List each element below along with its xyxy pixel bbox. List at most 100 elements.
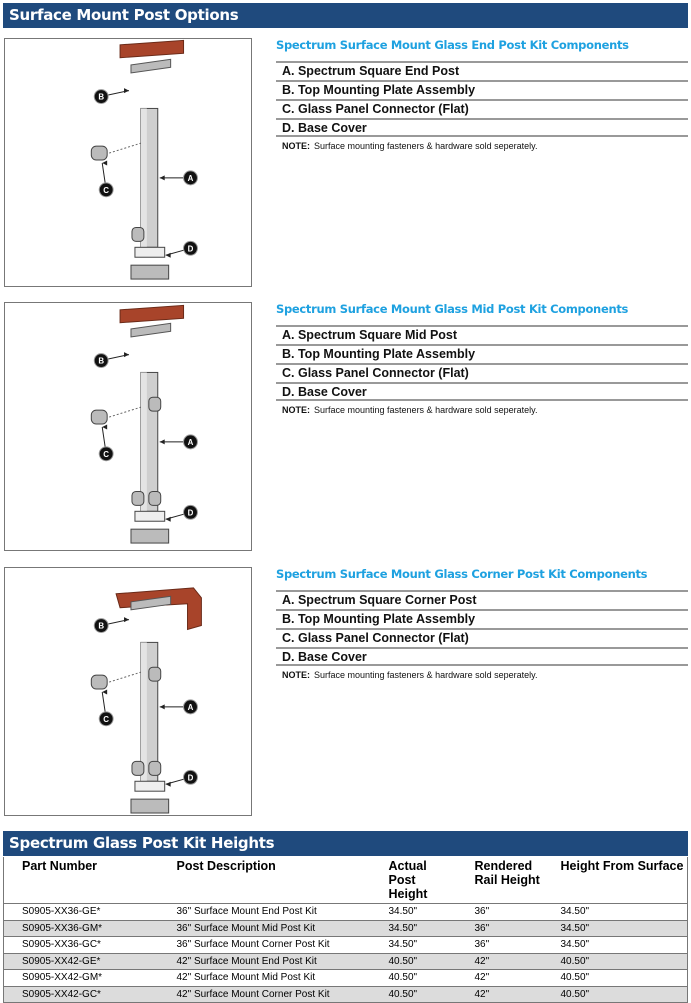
glass-connector [90,674,108,690]
diagram-mid-post: B C A D [4,302,252,551]
component-item: D. Base Cover [276,118,688,137]
callout-label: D [188,773,194,782]
table-cell: S0905-XX42-GC* [3,985,159,1003]
table-cell: 42" [456,969,543,987]
table-cell: 34.50" [542,919,688,937]
table-cell: S0905-XX36-GM* [3,919,159,937]
table-cell: 36" Surface Mount Corner Post Kit [158,936,371,954]
glass-connector [131,490,145,506]
callout-label: D [188,508,194,517]
component-item: D. Base Cover [276,647,688,666]
table-cell: 40.50" [370,985,457,1003]
callout-circle [183,769,198,785]
callout-label: C [103,715,109,724]
col-rail-height: Rendered Rail Height [474,859,540,887]
component-item: C. Glass Panel Connector (Flat) [276,363,688,382]
callout-circle [183,699,198,715]
top-mounting-plate [130,595,172,611]
component-item: A. Spectrum Square Corner Post [276,590,688,609]
callout-label: C [103,450,109,459]
table-row: S0905-XX36-GC*36" Surface Mount Corner P… [3,936,688,954]
component-item: C. Glass Panel Connector (Flat) [276,99,688,118]
table-cell: 40.50" [370,969,457,987]
table-cell: 40.50" [542,969,688,987]
callout-arrow [165,516,171,522]
top-mounting-plate [130,322,172,338]
table-cell: 34.50" [370,903,457,921]
diagram-corner-post: B C A D [4,567,252,816]
table-cell: 42" Surface Mount Corner Post Kit [158,985,371,1003]
note-text: Surface mounting fasteners & hardware so… [314,670,538,680]
callout-arrow [102,424,108,430]
callout-label: B [98,622,104,631]
table-row: S0905-XX36-GE*36" Surface Mount End Post… [3,903,688,921]
component-item: B. Top Mounting Plate Assembly [276,609,688,628]
top-rail [119,304,185,324]
base-plate [130,528,170,544]
table-row: S0905-XX42-GE*42" Surface Mount End Post… [3,952,688,970]
col-height-from-surface: Height From Surface [560,859,684,873]
table-cell: 40.50" [542,952,688,970]
table-cell: 42" [456,952,543,970]
kit-note: NOTE: Surface mounting fasteners & hardwa… [276,137,688,151]
callout-label: B [98,357,104,366]
table-cell: S0905-XX36-GE* [3,903,159,921]
callout-arrow [124,352,129,358]
table-cell: 40.50" [542,985,688,1003]
col-post-description: Post Description [176,859,276,873]
callout-arrow [102,160,108,166]
section-header-heights: Spectrum Glass Post Kit Heights [3,831,688,856]
component-item: B. Top Mounting Plate Assembly [276,80,688,99]
table-cell: S0905-XX42-GE* [3,952,159,970]
component-item: B. Top Mounting Plate Assembly [276,344,688,363]
heights-table: Part Number Post Description Actual Post… [3,857,688,1003]
callout-arrow [102,689,108,695]
table-cell: 34.50" [542,903,688,921]
kit-title: Spectrum Surface Mount Glass Mid Post Ki… [276,302,629,316]
component-item: A. Spectrum Square Mid Post [276,325,688,344]
callout-circle [183,170,198,186]
component-item: C. Glass Panel Connector (Flat) [276,628,688,647]
callout-label: B [98,93,104,102]
table-cell: 36" [456,903,543,921]
callout-label: A [188,174,194,183]
callout-label: A [188,703,194,712]
table-header-row: Part Number Post Description Actual Post… [3,857,688,904]
kit-title: Spectrum Surface Mount Glass End Post Ki… [276,38,629,52]
callout-circle [183,504,198,520]
kit-note: NOTE: Surface mounting fasteners & hardwa… [276,666,688,680]
table-cell: S0905-XX36-GC* [3,936,159,954]
callout-arrow [124,617,129,623]
callout-circle [93,618,109,633]
callout-circle [98,182,114,198]
callout-circle [183,240,198,256]
note-text: Surface mounting fasteners & hardware so… [314,141,538,151]
kit-mid: Spectrum Surface Mount Glass Mid Post Ki… [276,302,688,415]
kit-title: Spectrum Surface Mount Glass Corner Post… [276,567,648,581]
table-cell: 36" [456,936,543,954]
table-cell: S0905-XX42-GM* [3,969,159,987]
callout-arrow [165,781,171,787]
note-label: NOTE: [282,670,310,680]
note-label: NOTE: [282,141,310,151]
callout-circle [98,711,114,727]
kit-corner: Spectrum Surface Mount Glass Corner Post… [276,567,688,680]
col-part-number: Part Number [22,859,98,873]
table-cell: 36" Surface Mount End Post Kit [158,903,371,921]
glass-connector [131,226,145,242]
kit-note: NOTE:Surface mounting fasteners & hardwa… [276,401,688,415]
table-row: S0905-XX36-GM*36" Surface Mount Mid Post… [3,919,688,937]
kit-end: Spectrum Surface Mount Glass End Post Ki… [276,38,688,151]
callout-circle [93,353,109,368]
callout-circle [98,446,114,462]
callout-arrow [159,439,165,445]
callout-circle [183,434,198,450]
top-mounting-plate [130,58,172,74]
callout-arrow [165,252,171,258]
top-rail [115,587,202,631]
table-cell: 42" Surface Mount Mid Post Kit [158,969,371,987]
callout-arrow [159,175,165,181]
callout-label: C [103,186,109,195]
note-label: NOTE: [282,405,310,415]
table-cell: 42" [456,985,543,1003]
